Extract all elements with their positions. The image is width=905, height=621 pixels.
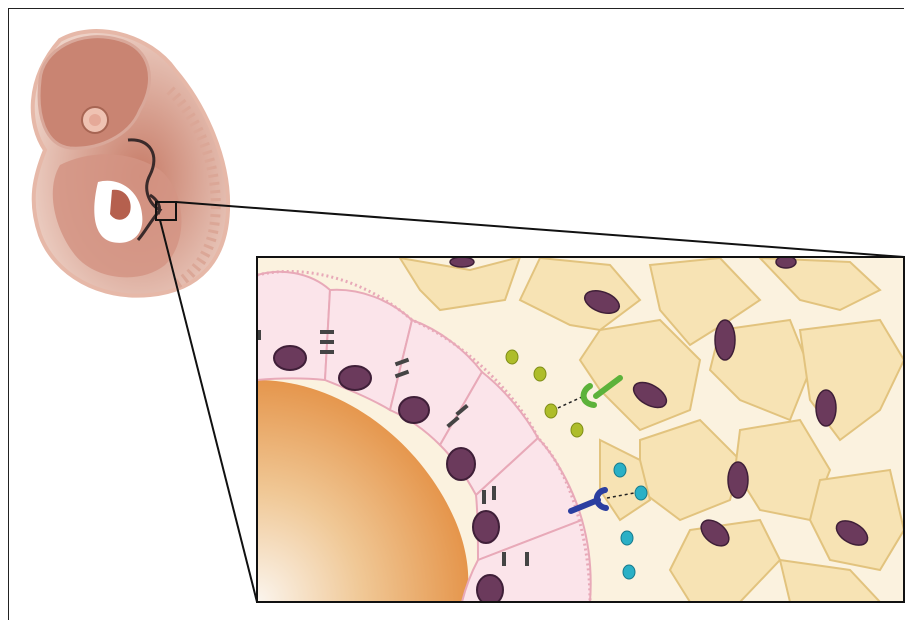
junction <box>482 490 486 504</box>
nucleus <box>728 462 748 498</box>
junction <box>492 486 496 500</box>
zoom-line-bottom <box>160 220 257 602</box>
nucleus <box>477 575 503 605</box>
junction <box>502 552 506 566</box>
nucleus <box>399 397 429 423</box>
green-ligand <box>571 423 583 437</box>
tissue-inset-panel <box>255 256 904 605</box>
green-ligand <box>534 367 546 381</box>
junction <box>320 340 334 344</box>
junction <box>320 330 334 334</box>
cyan-ligand <box>614 463 626 477</box>
nucleus <box>473 511 499 543</box>
junction <box>525 552 529 566</box>
nucleus <box>274 346 306 370</box>
nucleus <box>816 390 836 426</box>
cyan-ligand <box>621 531 633 545</box>
nucleus <box>450 257 474 267</box>
nucleus <box>447 448 475 480</box>
junction <box>320 350 334 354</box>
green-ligand <box>506 350 518 364</box>
nucleus <box>339 366 371 390</box>
cyan-ligand <box>623 565 635 579</box>
zoom-line-top <box>176 202 904 257</box>
nucleus <box>715 320 735 360</box>
cyan-ligand <box>635 486 647 500</box>
embryo-illustration <box>33 31 228 296</box>
green-ligand <box>545 404 557 418</box>
